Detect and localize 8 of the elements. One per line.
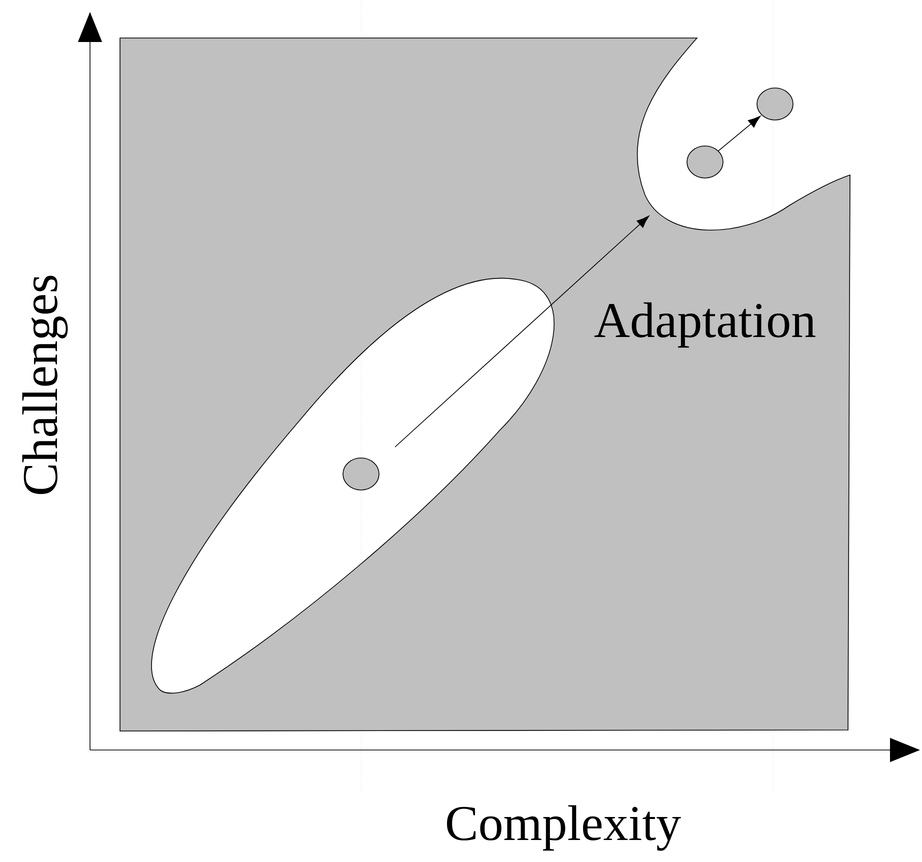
small-circle: [342, 458, 380, 490]
arrow: [718, 116, 761, 152]
arrow-label: Adaptation: [594, 302, 816, 348]
axis-label: Challenges: [22, 276, 68, 494]
axis-label: Complexity: [447, 805, 681, 851]
arrow: [394, 216, 650, 448]
small-circle: [756, 88, 794, 120]
small-circle: [686, 146, 724, 178]
